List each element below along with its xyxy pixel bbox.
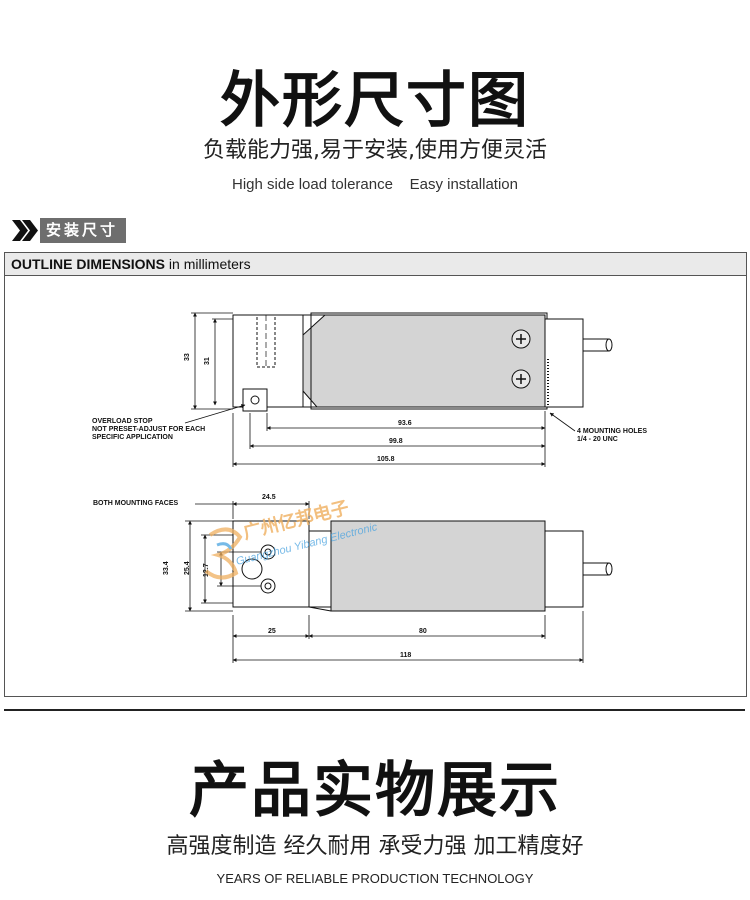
overload-label-3: SPECIFIC APPLICATION <box>92 434 173 441</box>
both-faces-label: BOTH MOUNTING FACES <box>93 500 178 507</box>
section-label: 安装尺寸 <box>40 218 127 243</box>
overload-label-1: OVERLOAD STOP <box>92 418 153 425</box>
dim-25-4: 25.4 <box>184 561 191 575</box>
drawing-header-title: OUTLINE DIMENSIONS <box>11 256 166 272</box>
section-tag: 安装尺寸 <box>10 218 127 243</box>
mounting-holes-label-1: 4 MOUNTING HOLES <box>577 428 647 435</box>
dim-33-4: 33.4 <box>163 561 170 575</box>
dimension-drawing-svg: 33 31 93.6 99.8 105.8 OVERLOAD STOP NOT … <box>92 312 647 663</box>
subtitle-chinese: 负载能力强,易于安装,使用方便灵活 <box>203 138 547 163</box>
section-divider <box>4 709 745 711</box>
dim-105-8: 105.8 <box>377 456 395 463</box>
dim-93-6: 93.6 <box>398 420 412 427</box>
chevron-right-icon <box>10 218 40 243</box>
side-view <box>232 312 613 412</box>
drawing-header-units: in millimeters <box>165 256 251 272</box>
dim-99-8: 99.8 <box>389 438 403 445</box>
dim-80: 80 <box>419 628 427 635</box>
top-view-dimensions <box>185 501 584 663</box>
outline-drawing: OUTLINE DIMENSIONS in millimeters <box>4 252 747 697</box>
top-view <box>232 520 613 612</box>
side-view-dimensions <box>184 312 576 467</box>
dim-24-5: 24.5 <box>262 494 276 501</box>
dim-31: 31 <box>204 357 211 365</box>
subtitle-english: High side load tolerance Easy installati… <box>232 176 518 193</box>
dim-25: 25 <box>268 628 276 635</box>
product-subtitle-chinese: 高强度制造 经久耐用 承受力强 加工精度好 <box>166 834 584 859</box>
product-display-title: 产品实物展示 <box>189 756 561 826</box>
product-subtitle-english: YEARS OF RELIABLE PRODUCTION TECHNOLOGY <box>216 871 534 886</box>
dim-118: 118 <box>400 652 411 659</box>
dim-33: 33 <box>184 353 191 361</box>
dim-12-7: 12.7 <box>203 563 210 577</box>
drawing-header: OUTLINE DIMENSIONS in millimeters <box>5 253 746 276</box>
overload-label-2: NOT PRESET-ADJUST FOR EACH <box>92 426 205 433</box>
watermark-logo <box>204 527 243 580</box>
mounting-holes-label-2: 1/4 - 20 UNC <box>577 436 618 443</box>
page-title: 外形尺寸图 <box>220 66 530 136</box>
